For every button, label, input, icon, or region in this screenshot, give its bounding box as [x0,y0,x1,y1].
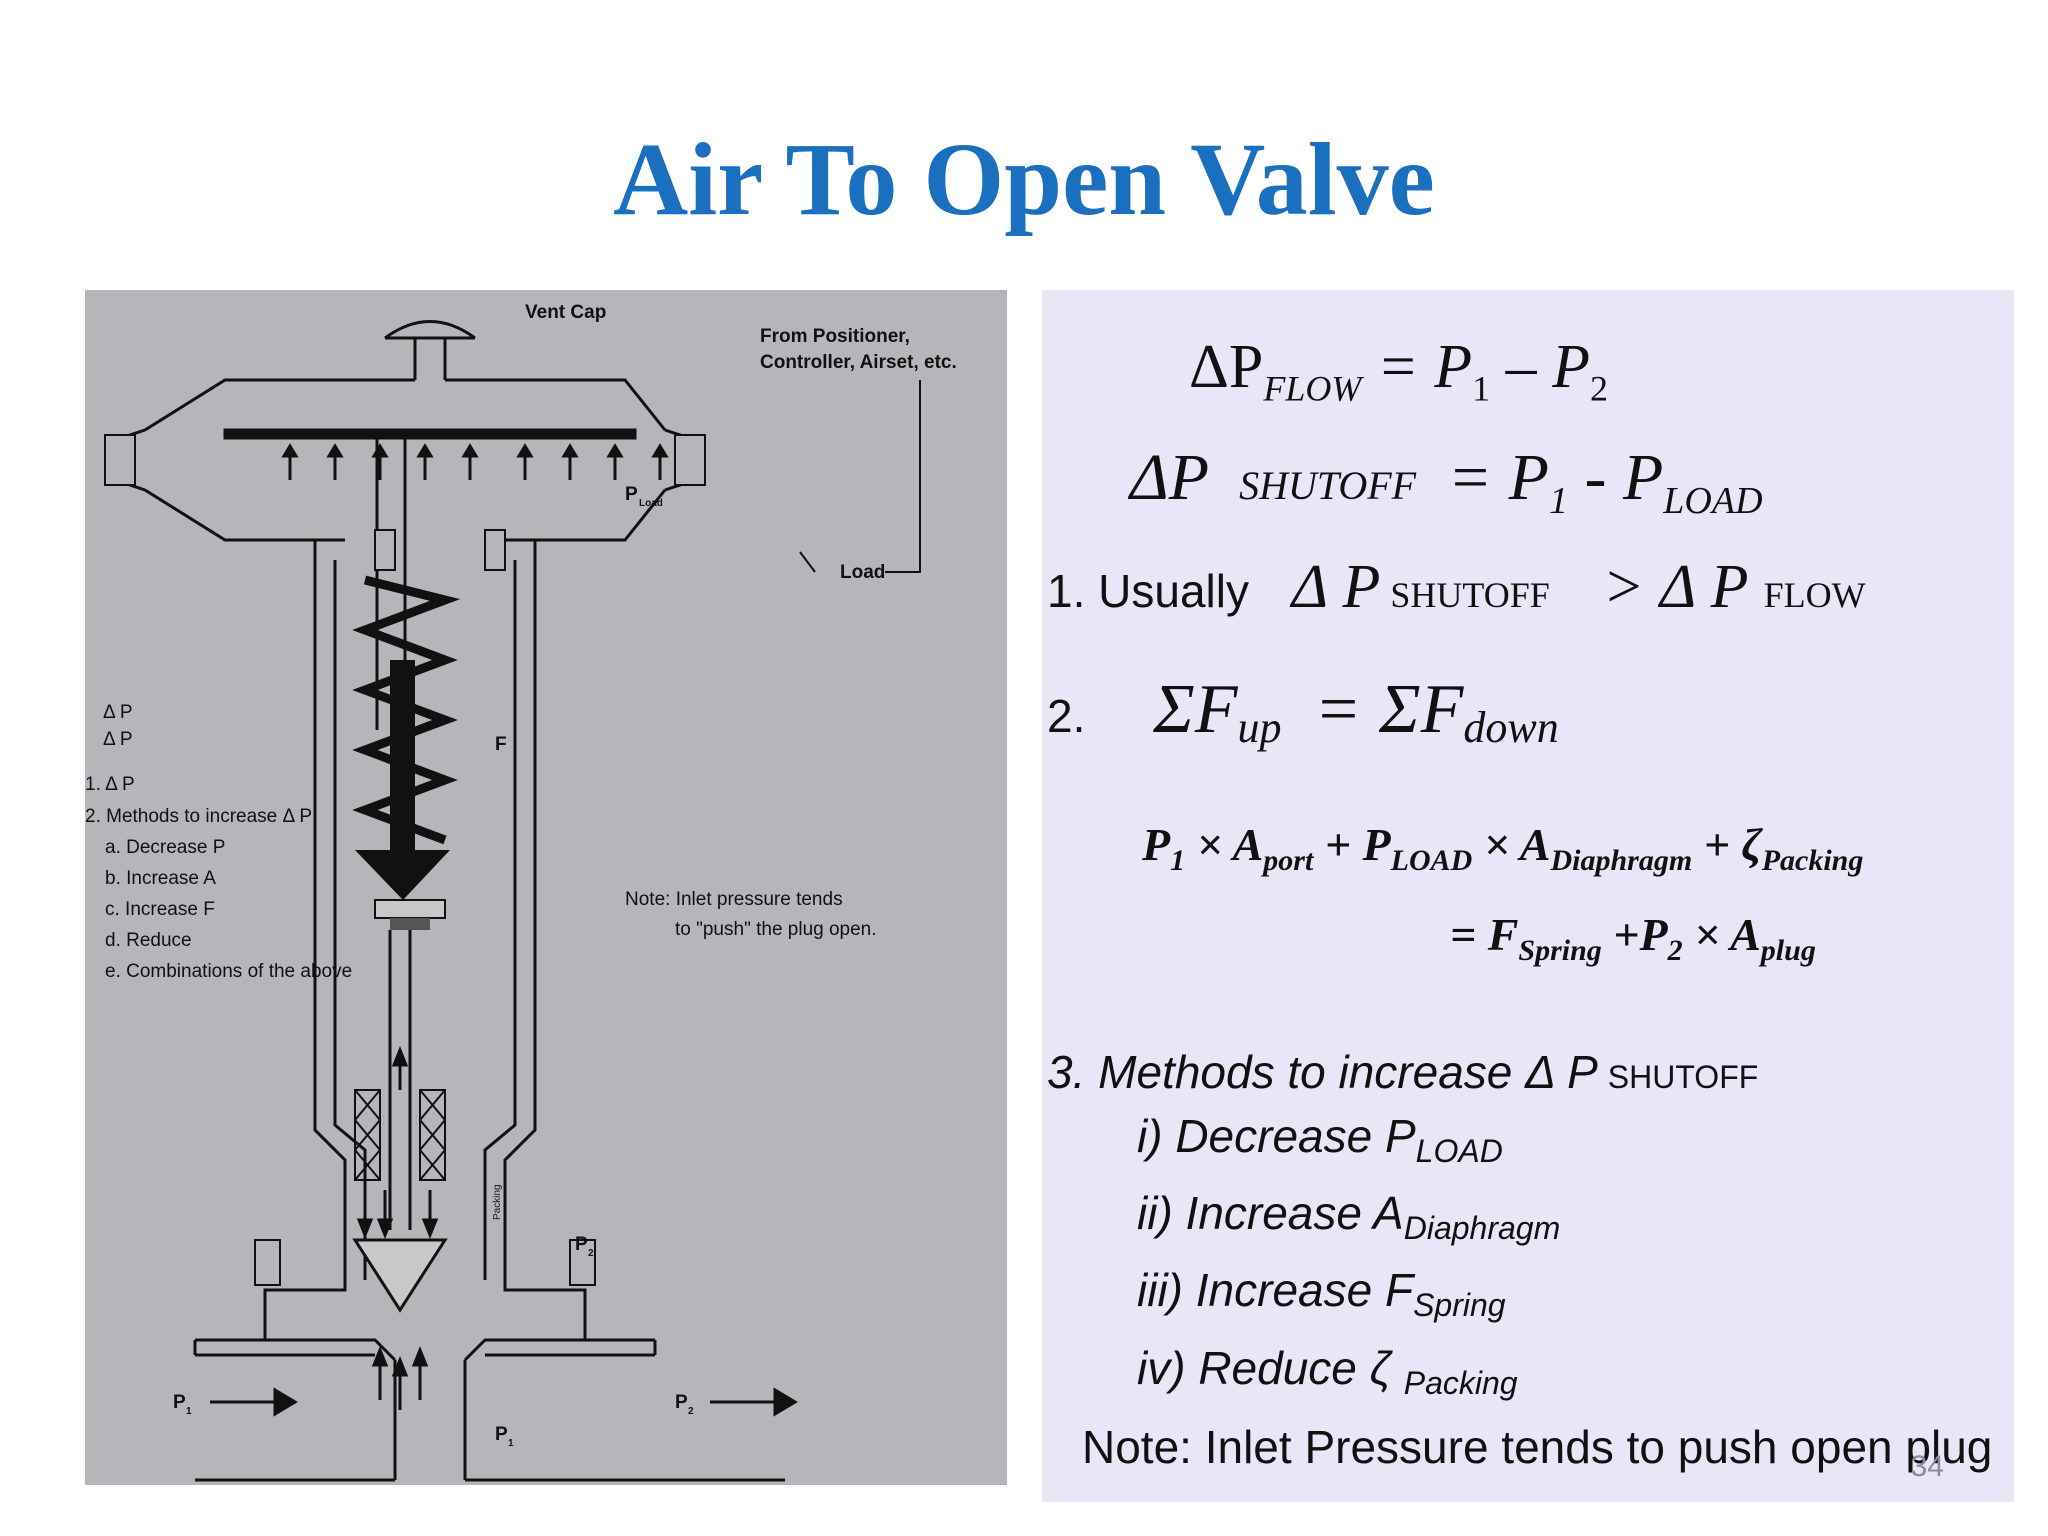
note-dp-shutoff: Δ P [103,729,133,750]
p2-outlet-label: P [675,1392,688,1413]
from-positioner-label-1: From Positioner, [760,326,910,347]
p1-inlet-sub: 1 [186,1406,192,1417]
diagram-note-line-2: to "push" the plug open. [675,919,877,940]
valve-diagram: Vent Cap From Positioner, Controller, Ai… [85,290,1007,1485]
load-label: Load [840,562,885,583]
f-spring-label: F [495,734,507,755]
item-3-list: i) Decrease PLOAD ii) Increase ADiaphrag… [1137,1105,1560,1414]
note-item-2d: d. Reduce [105,930,192,951]
from-positioner-label-2: Controller, Airset, etc. [760,352,957,373]
list-item: ii) Increase ADiaphragm [1137,1187,1561,1247]
note-item-2: 2. Methods to increase Δ P [85,806,312,827]
note-item-1: 1. Δ P [85,774,135,795]
note-item-2b: b. Increase A [105,868,216,889]
p-load-label: P [625,484,638,505]
force-balance-line-1: P1 × Aport + PLOAD × ADiaphragm + ζPacki… [1142,819,1864,878]
vent-cap-shape [384,320,476,340]
list-item: iv) Reduce ζ Packing [1137,1341,1518,1401]
spring-force-arrow [355,850,450,900]
eq-dp-flow: ΔPFLOW = P1 – P2 [1189,333,1608,409]
valve-drawing: Vent Cap From Positioner, Controller, Ai… [85,302,957,1482]
note-item-2c: c. Increase F [105,899,215,920]
list-item: iii) Increase FSpring [1137,1264,1506,1324]
p1-bottom-sub: 1 [508,1438,514,1449]
p2-label: P [575,1234,588,1255]
p2-sub: 2 [588,1248,594,1259]
slide-title: Air To Open Valve [613,122,1435,237]
p1-inlet-label: P [173,1392,186,1413]
page-number: 34 [1910,1450,1944,1483]
formula-note: Note: Inlet Pressure tends to push open … [1082,1421,1993,1473]
vent-cap-label: Vent Cap [525,302,606,323]
diagram-note-line-1: Note: Inlet pressure tends [625,889,843,910]
note-dp-flow: Δ P [103,702,133,723]
item-2: 2. ΣFup = ΣFdown [1047,671,1559,753]
p2-outlet-sub: 2 [688,1406,694,1417]
list-item: i) Decrease PLOAD [1137,1110,1503,1170]
packing-label: Packing [492,1184,503,1220]
note-item-2a: a. Decrease P [105,837,225,858]
force-balance-line-2: = FSpring +P2 × Aplug [1450,909,1816,968]
p1-bottom-label: P [495,1424,508,1445]
p-load-sub: Load [639,498,663,509]
note-item-2e: e. Combinations of the above [105,961,352,982]
